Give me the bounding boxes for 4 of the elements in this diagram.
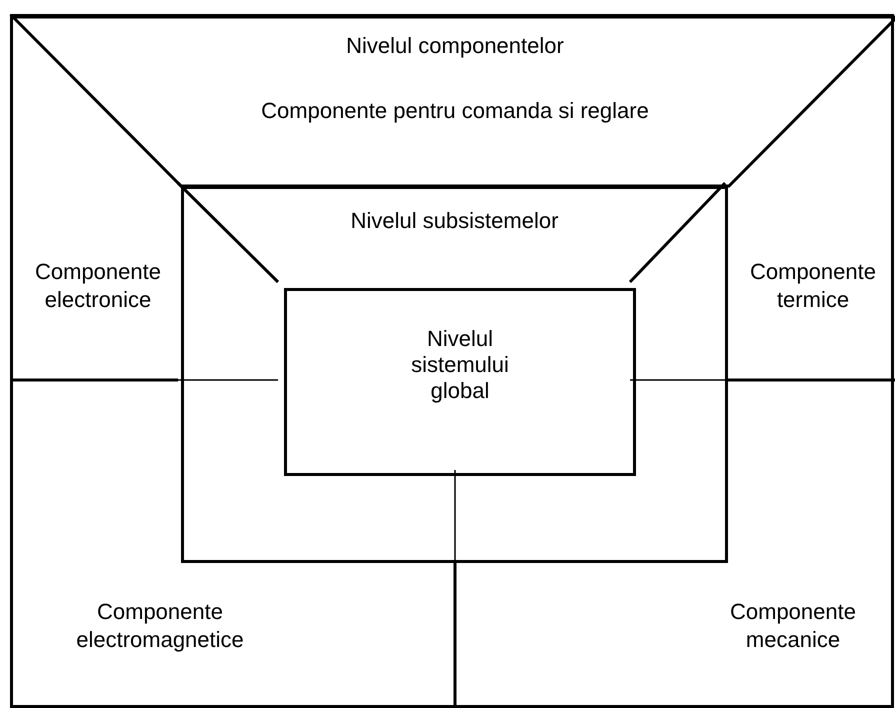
subsystem-box: [181, 186, 728, 563]
level-title: Nivelul sistemului global: [410, 326, 510, 404]
level-title: Nivelul subsistemelor: [350, 208, 560, 234]
system-box: [284, 288, 636, 476]
